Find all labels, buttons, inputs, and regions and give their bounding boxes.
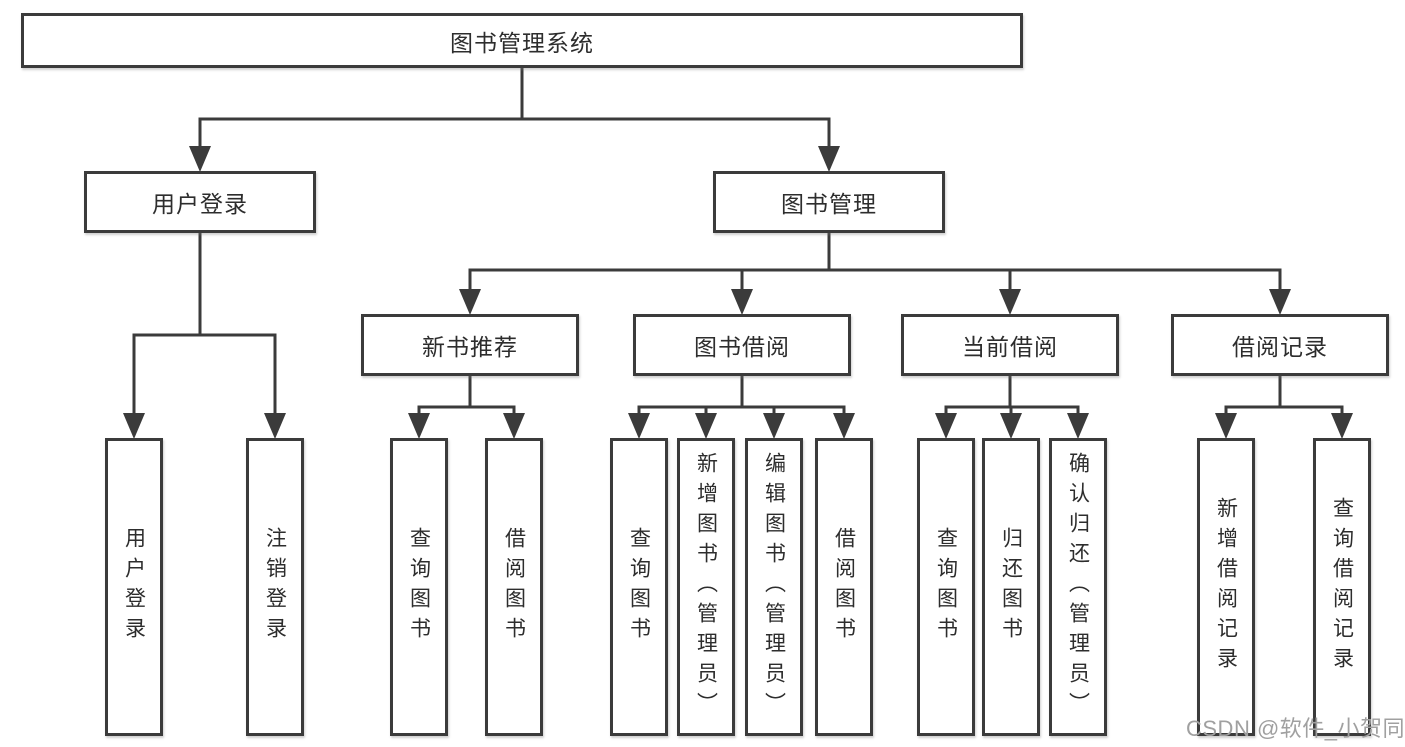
- node-label: 图书借阅: [694, 334, 790, 360]
- node-new-book-recommend: 新书推荐: [361, 314, 579, 376]
- leaf-edit-books-admin: 编辑图书（管理员）: [745, 438, 803, 736]
- leaf-add-borrow-record: 新增借阅记录: [1197, 438, 1255, 736]
- leaf-add-books-admin: 新增图书（管理员）: [677, 438, 735, 736]
- leaf-query-books-recommend: 查询图书: [390, 438, 448, 736]
- node-label: 图书管理系统: [450, 29, 594, 56]
- leaf-borrow-books-recommend: 借阅图书: [485, 438, 543, 736]
- node-label: 当前借阅: [962, 334, 1058, 360]
- node-borrow-records: 借阅记录: [1171, 314, 1389, 376]
- node-label: 借阅记录: [1232, 334, 1328, 360]
- leaf-logout: 注销登录: [246, 438, 304, 736]
- leaf-confirm-return-admin: 确认归还（管理员）: [1049, 438, 1107, 736]
- node-book-management: 图书管理: [713, 171, 945, 233]
- node-root-system: 图书管理系统: [21, 13, 1023, 68]
- leaf-query-books-borrow: 查询图书: [610, 438, 668, 736]
- leaf-return-books: 归还图书: [982, 438, 1040, 736]
- node-user-login: 用户登录: [84, 171, 316, 233]
- leaf-query-borrow-record: 查询借阅记录: [1313, 438, 1371, 736]
- leaf-borrow-books: 借阅图书: [815, 438, 873, 736]
- leaf-user-login: 用户登录: [105, 438, 163, 736]
- node-current-borrow: 当前借阅: [901, 314, 1119, 376]
- node-label: 新书推荐: [422, 334, 518, 360]
- node-label: 图书管理: [781, 191, 877, 217]
- node-label: 用户登录: [152, 191, 248, 217]
- csdn-watermark: CSDN @软件_小贺同学: [1186, 716, 1405, 741]
- node-book-borrow: 图书借阅: [633, 314, 851, 376]
- leaf-query-books-current: 查询图书: [917, 438, 975, 736]
- arrowheads: [123, 146, 1353, 439]
